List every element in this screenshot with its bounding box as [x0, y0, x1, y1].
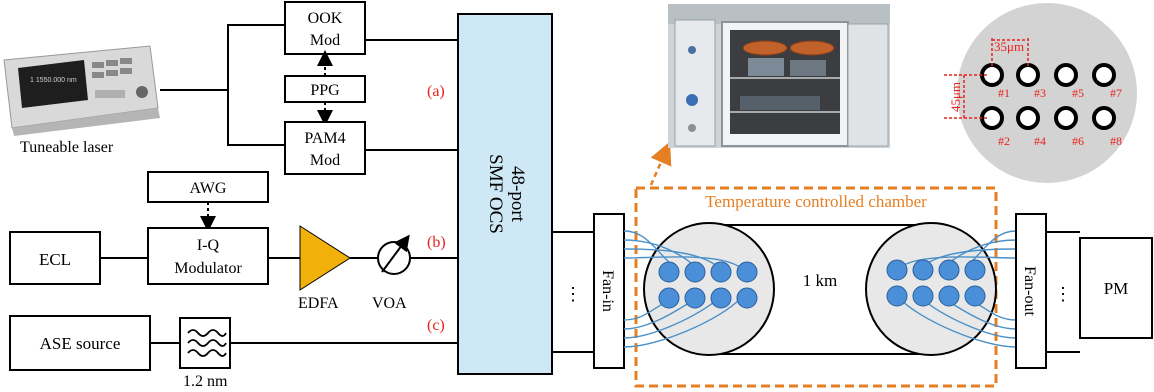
core	[658, 261, 680, 283]
core	[938, 259, 960, 281]
filter-wave-1	[187, 329, 227, 337]
pam4-mod-box	[284, 121, 366, 175]
bandpass-filter-box	[179, 317, 231, 369]
core-label-6: #6	[1072, 134, 1084, 148]
chamber-label: Temperature controlled chamber	[705, 192, 927, 211]
laser-to-ook-line	[160, 24, 285, 91]
core-label-2: #2	[998, 134, 1010, 148]
ase-label: ASE source	[40, 334, 121, 353]
core	[710, 261, 732, 283]
awg-label: AWG	[190, 180, 227, 197]
pam4-line2: Mod	[310, 152, 340, 169]
fiber-cross-section-right	[865, 222, 997, 356]
fanin-ellipsis: ⋮	[564, 284, 582, 304]
fiber-length-label: 1 km	[803, 271, 837, 290]
pitch-h-label: 35μm	[994, 39, 1024, 54]
ook-line1: OOK	[308, 10, 343, 27]
filter-wave-3	[187, 349, 227, 357]
pitch-v-label: 45μm	[948, 82, 963, 112]
core	[938, 285, 960, 307]
fanout-ellipsis: ⋮	[1054, 284, 1072, 304]
marker-c: (c)	[427, 317, 445, 334]
chamber-photo	[668, 4, 890, 148]
chamber-to-photo-arrow	[649, 141, 672, 186]
voa-label: VOA	[372, 295, 407, 312]
fanout-label: Fan-out	[1021, 266, 1038, 316]
iq-line1: I-Q	[197, 237, 220, 254]
core-label-3: #3	[1034, 86, 1046, 100]
core	[912, 285, 934, 307]
core	[658, 287, 680, 309]
filter-wave-2	[187, 339, 227, 347]
left-cores	[658, 261, 758, 309]
power-meter-box	[1079, 237, 1153, 339]
laser-to-pam4-line	[227, 90, 285, 146]
core-label-4: #4	[1034, 134, 1046, 148]
core	[964, 285, 986, 307]
core	[736, 261, 758, 283]
iq-modulator-box	[147, 227, 269, 285]
core	[684, 287, 706, 309]
fiber-cross-section-left	[643, 222, 775, 356]
core	[710, 287, 732, 309]
tuneable-laser-picture: 1 1550.000 nm	[3, 45, 160, 136]
marker-a: (a)	[427, 83, 445, 100]
filter-label: 1.2 nm	[183, 373, 228, 390]
fanin-label: Fan-in	[599, 270, 616, 312]
ase-source-box	[9, 315, 151, 371]
cladding-disc	[957, 3, 1137, 183]
core-ring-4	[1016, 106, 1040, 130]
core-label-8: #8	[1110, 134, 1122, 148]
core-ring-8	[1092, 106, 1116, 130]
voa-circle	[377, 241, 411, 275]
ocs-line1: 48-port	[507, 166, 528, 223]
ook-line2: Mod	[310, 32, 340, 49]
core-ring-3	[1016, 63, 1040, 87]
core	[684, 261, 706, 283]
voa-arrow	[381, 234, 410, 273]
pam4-line1: PAM4	[304, 130, 345, 147]
iq-line2: Modulator	[174, 260, 242, 277]
ocs-box	[457, 13, 553, 375]
fanout-box	[1015, 213, 1047, 369]
laser-display-text: 1 1550.000 nm	[30, 77, 77, 84]
core	[886, 259, 908, 281]
pm-label: PM	[1104, 279, 1129, 298]
ecl-label: ECL	[39, 250, 71, 269]
core-ring-5	[1054, 63, 1078, 87]
core-ring-6	[1054, 106, 1078, 130]
edfa-label: EDFA	[298, 295, 339, 312]
core-label-5: #5	[1072, 86, 1084, 100]
core-label-1: #1	[998, 86, 1010, 100]
temperature-chamber-box	[634, 186, 998, 388]
laser-knob	[136, 86, 148, 98]
ppg-label: PPG	[310, 82, 340, 99]
edfa-triangle	[299, 225, 351, 291]
mcf-cross-section: #1 #2 #3 #4 #5 #6 #7 #8 35μm 45μm	[944, 3, 1137, 183]
core	[886, 285, 908, 307]
ocs-line2: SMF OCS	[485, 154, 506, 234]
core	[736, 287, 758, 309]
core	[912, 259, 934, 281]
core-label-7: #7	[1110, 86, 1122, 100]
fanin-box	[593, 213, 625, 369]
laser-label: Tuneable laser	[20, 139, 114, 156]
right-cores	[886, 259, 986, 307]
core	[964, 259, 986, 281]
core-ring-7	[1092, 63, 1116, 87]
marker-b: (b)	[427, 234, 446, 251]
